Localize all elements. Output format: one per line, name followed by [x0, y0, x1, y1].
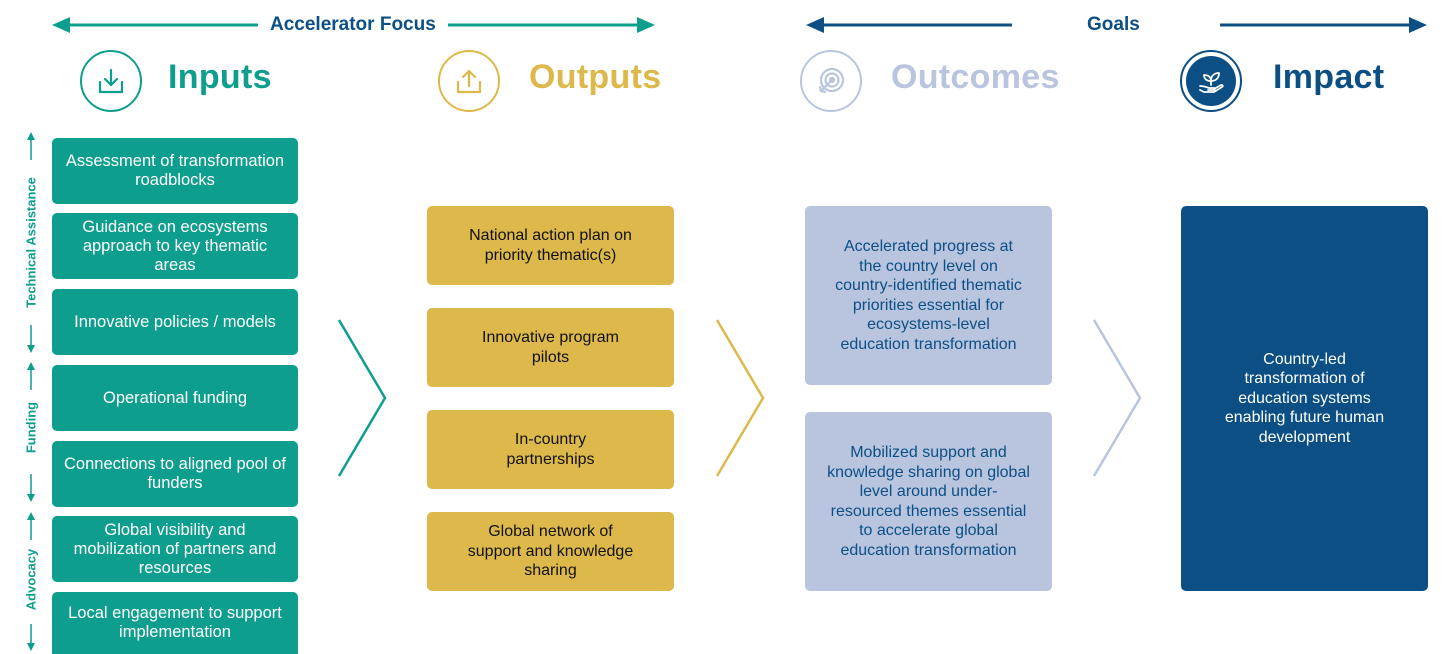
download-tray-icon	[80, 50, 142, 112]
outcomes-title: Outcomes	[891, 58, 1060, 96]
input-box: Operational funding	[52, 365, 298, 431]
upload-tray-icon	[438, 50, 500, 112]
goals-label: Goals	[1087, 14, 1140, 35]
input-box: Assessment of transformation roadblocks	[52, 138, 298, 204]
accelerator-left-arrowhead	[52, 17, 70, 33]
accelerator-focus-label: Accelerator Focus	[270, 14, 436, 35]
header-arrows	[52, 17, 1427, 33]
accelerator-right-arrowhead	[637, 17, 655, 33]
outcome-box: Mobilized support and knowledge sharing …	[805, 412, 1052, 591]
input-box: Global visibility and mobilization of pa…	[52, 516, 298, 582]
chevron-inputs-to-outputs	[337, 319, 387, 477]
goals-left-arrowhead	[806, 17, 824, 33]
chevron-outputs-to-outcomes	[715, 319, 765, 477]
inputs-title: Inputs	[168, 58, 272, 96]
side-label-funding: Funding	[23, 401, 39, 454]
input-box: Connections to aligned pool of funders	[52, 441, 298, 507]
output-box: Innovative program pilots	[427, 308, 674, 387]
goals-right-arrowhead	[1409, 17, 1427, 33]
input-box: Local engagement to support implementati…	[52, 592, 298, 654]
outcome-box: Accelerated progress at the country leve…	[805, 206, 1052, 385]
output-box: In-country partnerships	[427, 410, 674, 489]
input-box: Guidance on ecosystems approach to key t…	[52, 213, 298, 279]
side-category-arrows	[27, 132, 35, 651]
hand-plant-icon	[1180, 50, 1242, 112]
chevron-outcomes-to-impact	[1092, 319, 1142, 477]
impact-box: Country-led transformation of education …	[1181, 206, 1428, 591]
output-box: National action plan on priority themati…	[427, 206, 674, 285]
side-label-advocacy: Advocacy	[23, 548, 39, 611]
side-label-technical-assistance: Technical Assistance	[23, 177, 39, 308]
input-box: Innovative policies / models	[52, 289, 298, 355]
impact-title: Impact	[1273, 58, 1385, 96]
target-icon	[800, 50, 862, 112]
outputs-title: Outputs	[529, 58, 662, 96]
output-box: Global network of support and knowledge …	[427, 512, 674, 591]
